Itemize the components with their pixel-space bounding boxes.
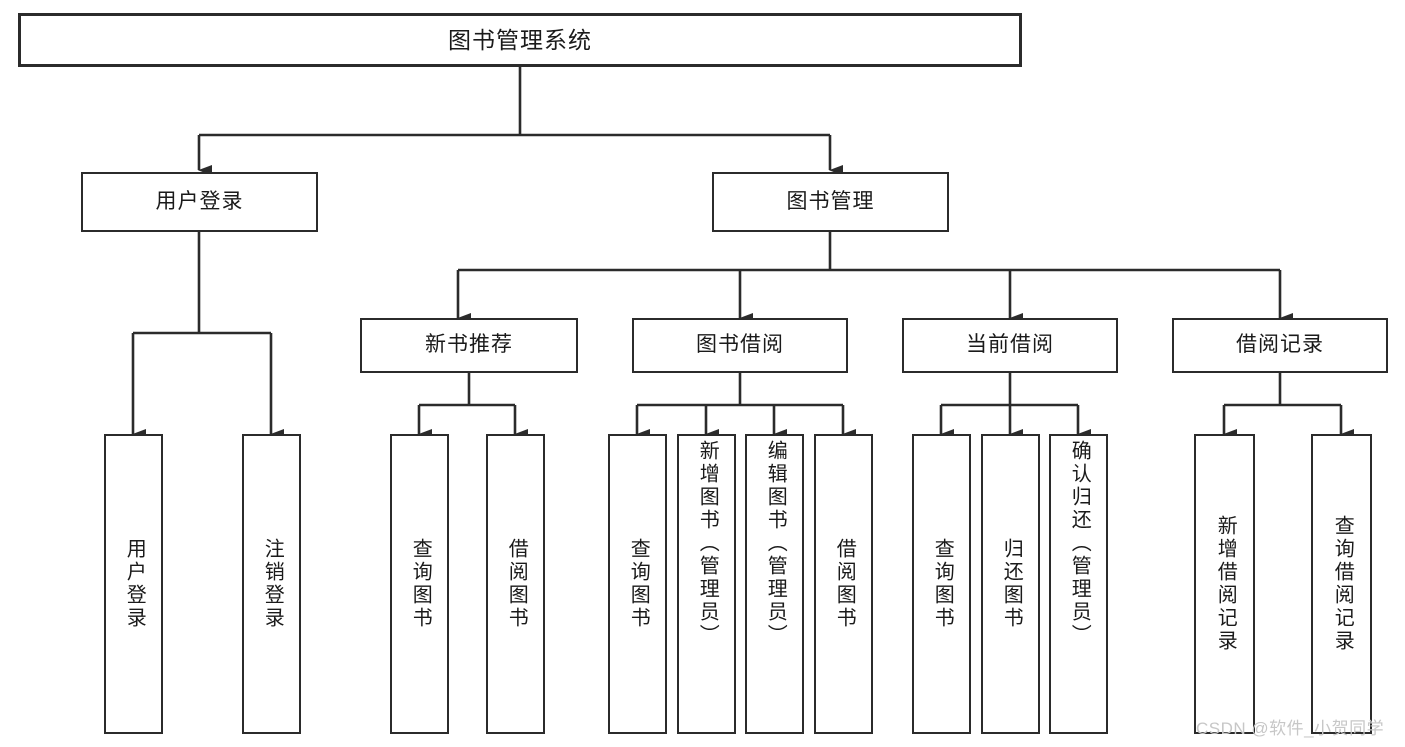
node-label: 编辑图书（管理员） [764, 440, 787, 647]
node-label: 新增借阅记录 [1214, 515, 1237, 653]
node-label: 查询图书 [931, 538, 954, 630]
node-book-borrow[interactable]: 图书借阅 [632, 318, 848, 373]
node-root-system[interactable]: 图书管理系统 [18, 13, 1022, 67]
leaf-add-book-admin[interactable]: 新增图书（管理员） [677, 434, 736, 734]
leaf-return-books[interactable]: 归还图书 [981, 434, 1040, 734]
node-label: 查询图书 [627, 538, 650, 630]
node-book-management[interactable]: 图书管理 [712, 172, 949, 232]
node-borrow-records[interactable]: 借阅记录 [1172, 318, 1388, 373]
leaf-borrow-books[interactable]: 借阅图书 [814, 434, 873, 734]
leaf-confirm-return-admin[interactable]: 确认归还（管理员） [1049, 434, 1108, 734]
node-label: 图书借阅 [696, 333, 784, 357]
node-label: 查询图书 [409, 538, 432, 630]
csdn-watermark: CSDN @软件_小贺同学 [1196, 719, 1385, 738]
node-label: 图书管理 [786, 189, 875, 213]
node-label: 新书推荐 [425, 333, 513, 357]
leaf-edit-book-admin[interactable]: 编辑图书（管理员） [745, 434, 804, 734]
node-label: 图书管理系统 [448, 26, 592, 53]
node-user-login[interactable]: 用户登录 [81, 172, 318, 232]
node-label: 用户登录 [123, 538, 146, 630]
node-label: 当前借阅 [966, 333, 1054, 357]
leaf-borrow-books-recommend[interactable]: 借阅图书 [486, 434, 545, 734]
node-label: 用户登录 [155, 189, 244, 213]
leaf-query-books-current[interactable]: 查询图书 [912, 434, 971, 734]
leaf-logout[interactable]: 注销登录 [242, 434, 301, 734]
node-label: 借阅图书 [833, 538, 856, 630]
node-label: 借阅记录 [1236, 333, 1324, 357]
leaf-user-login[interactable]: 用户登录 [104, 434, 163, 734]
node-current-borrow[interactable]: 当前借阅 [902, 318, 1118, 373]
node-label: 借阅图书 [505, 538, 528, 630]
leaf-query-borrow-record[interactable]: 查询借阅记录 [1311, 434, 1372, 734]
node-label: 新增图书（管理员） [696, 440, 719, 647]
leaf-query-books-borrow[interactable]: 查询图书 [608, 434, 667, 734]
node-label: 注销登录 [261, 538, 284, 630]
node-label: 查询借阅记录 [1331, 515, 1354, 653]
node-label: 归还图书 [1000, 538, 1023, 630]
node-new-book-recommend[interactable]: 新书推荐 [360, 318, 578, 373]
node-label: 确认归还（管理员） [1068, 440, 1091, 647]
leaf-add-borrow-record[interactable]: 新增借阅记录 [1194, 434, 1255, 734]
leaf-query-books-recommend[interactable]: 查询图书 [390, 434, 449, 734]
